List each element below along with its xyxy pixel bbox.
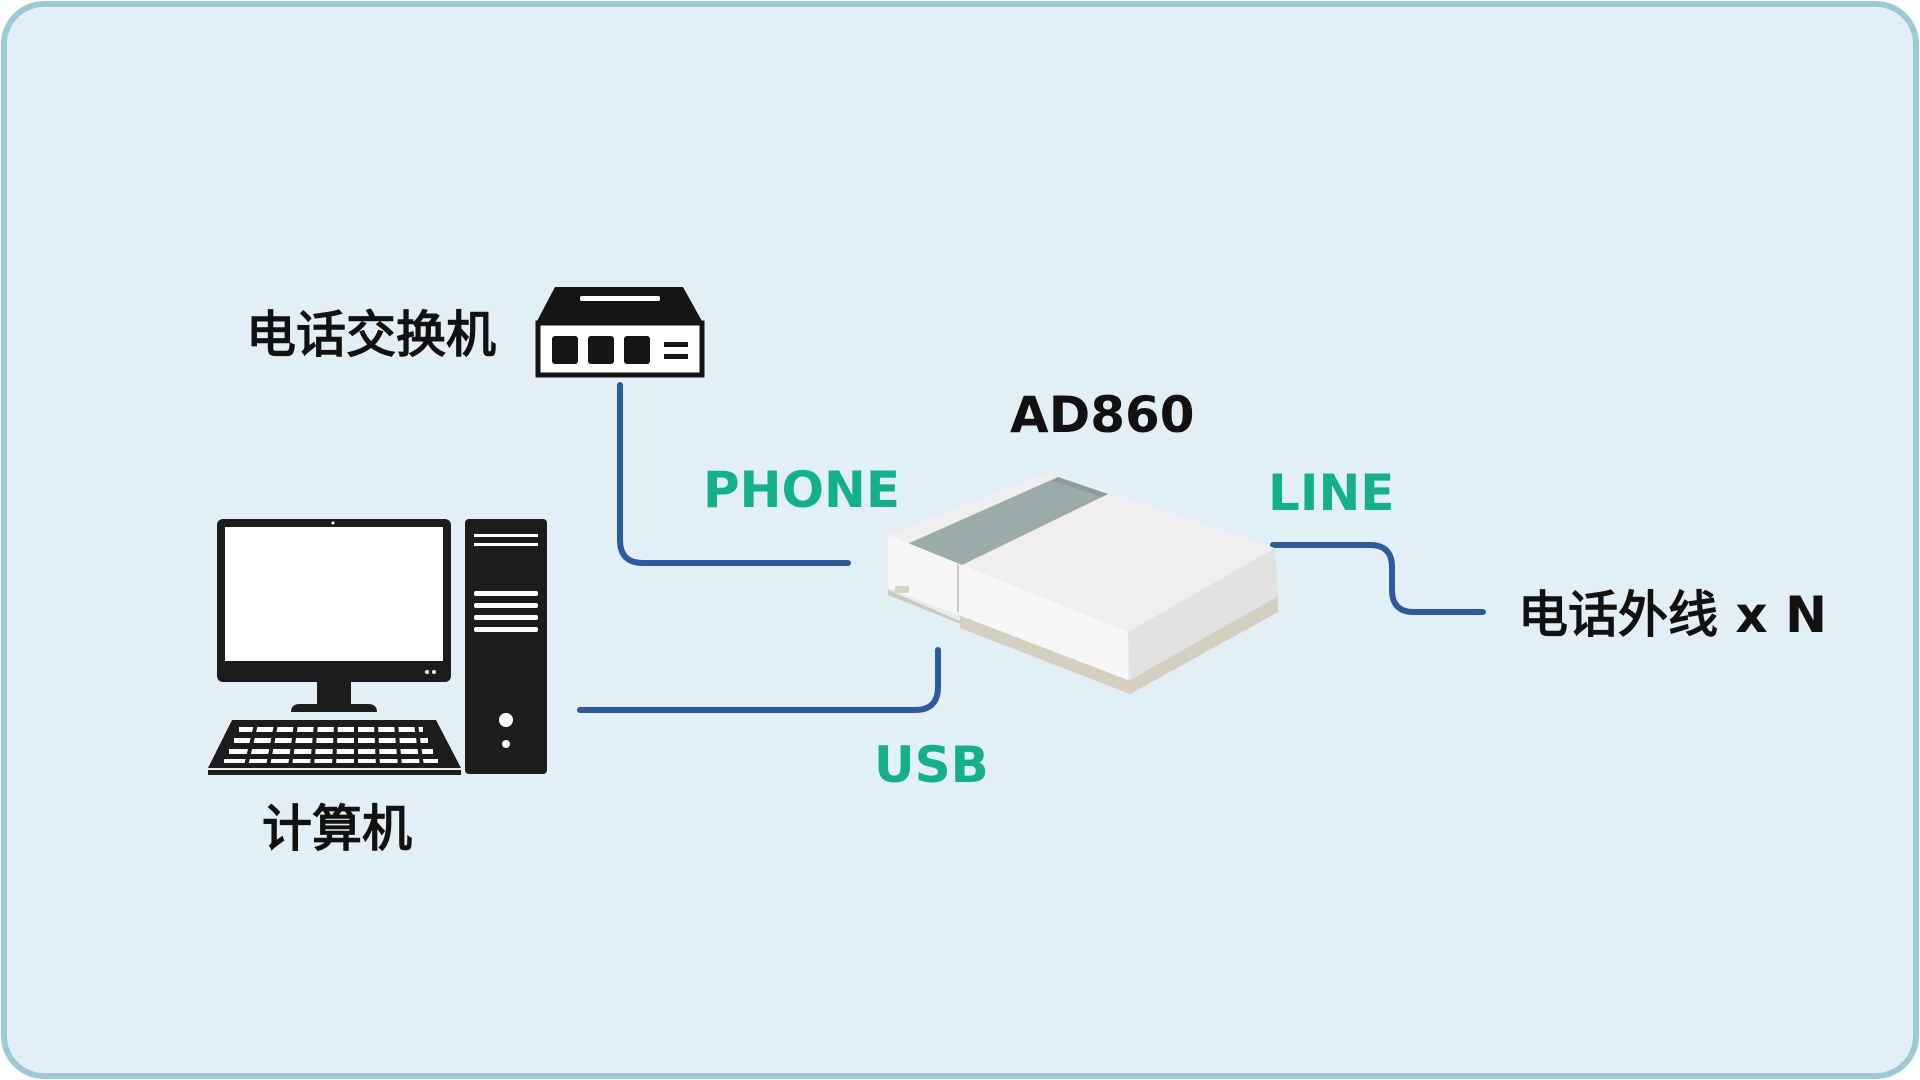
phone-cable: [617, 382, 851, 566]
line-cable: [1270, 542, 1486, 615]
device-label: AD860: [1010, 386, 1195, 444]
phone-port-label: PHONE: [703, 461, 900, 519]
computer-label: 计算机: [262, 800, 412, 858]
outside-lines-label: 电话外线 x N: [1518, 586, 1827, 644]
recorder-box-icon: [888, 472, 1278, 694]
usb-cable: [577, 647, 941, 713]
line-port-label: LINE: [1268, 464, 1394, 522]
desktop-computer-icon: [208, 519, 547, 775]
usb-port-label: USB: [874, 736, 989, 794]
phone-switch-icon: [535, 287, 705, 378]
switchboard-label: 电话交换机: [246, 306, 496, 364]
